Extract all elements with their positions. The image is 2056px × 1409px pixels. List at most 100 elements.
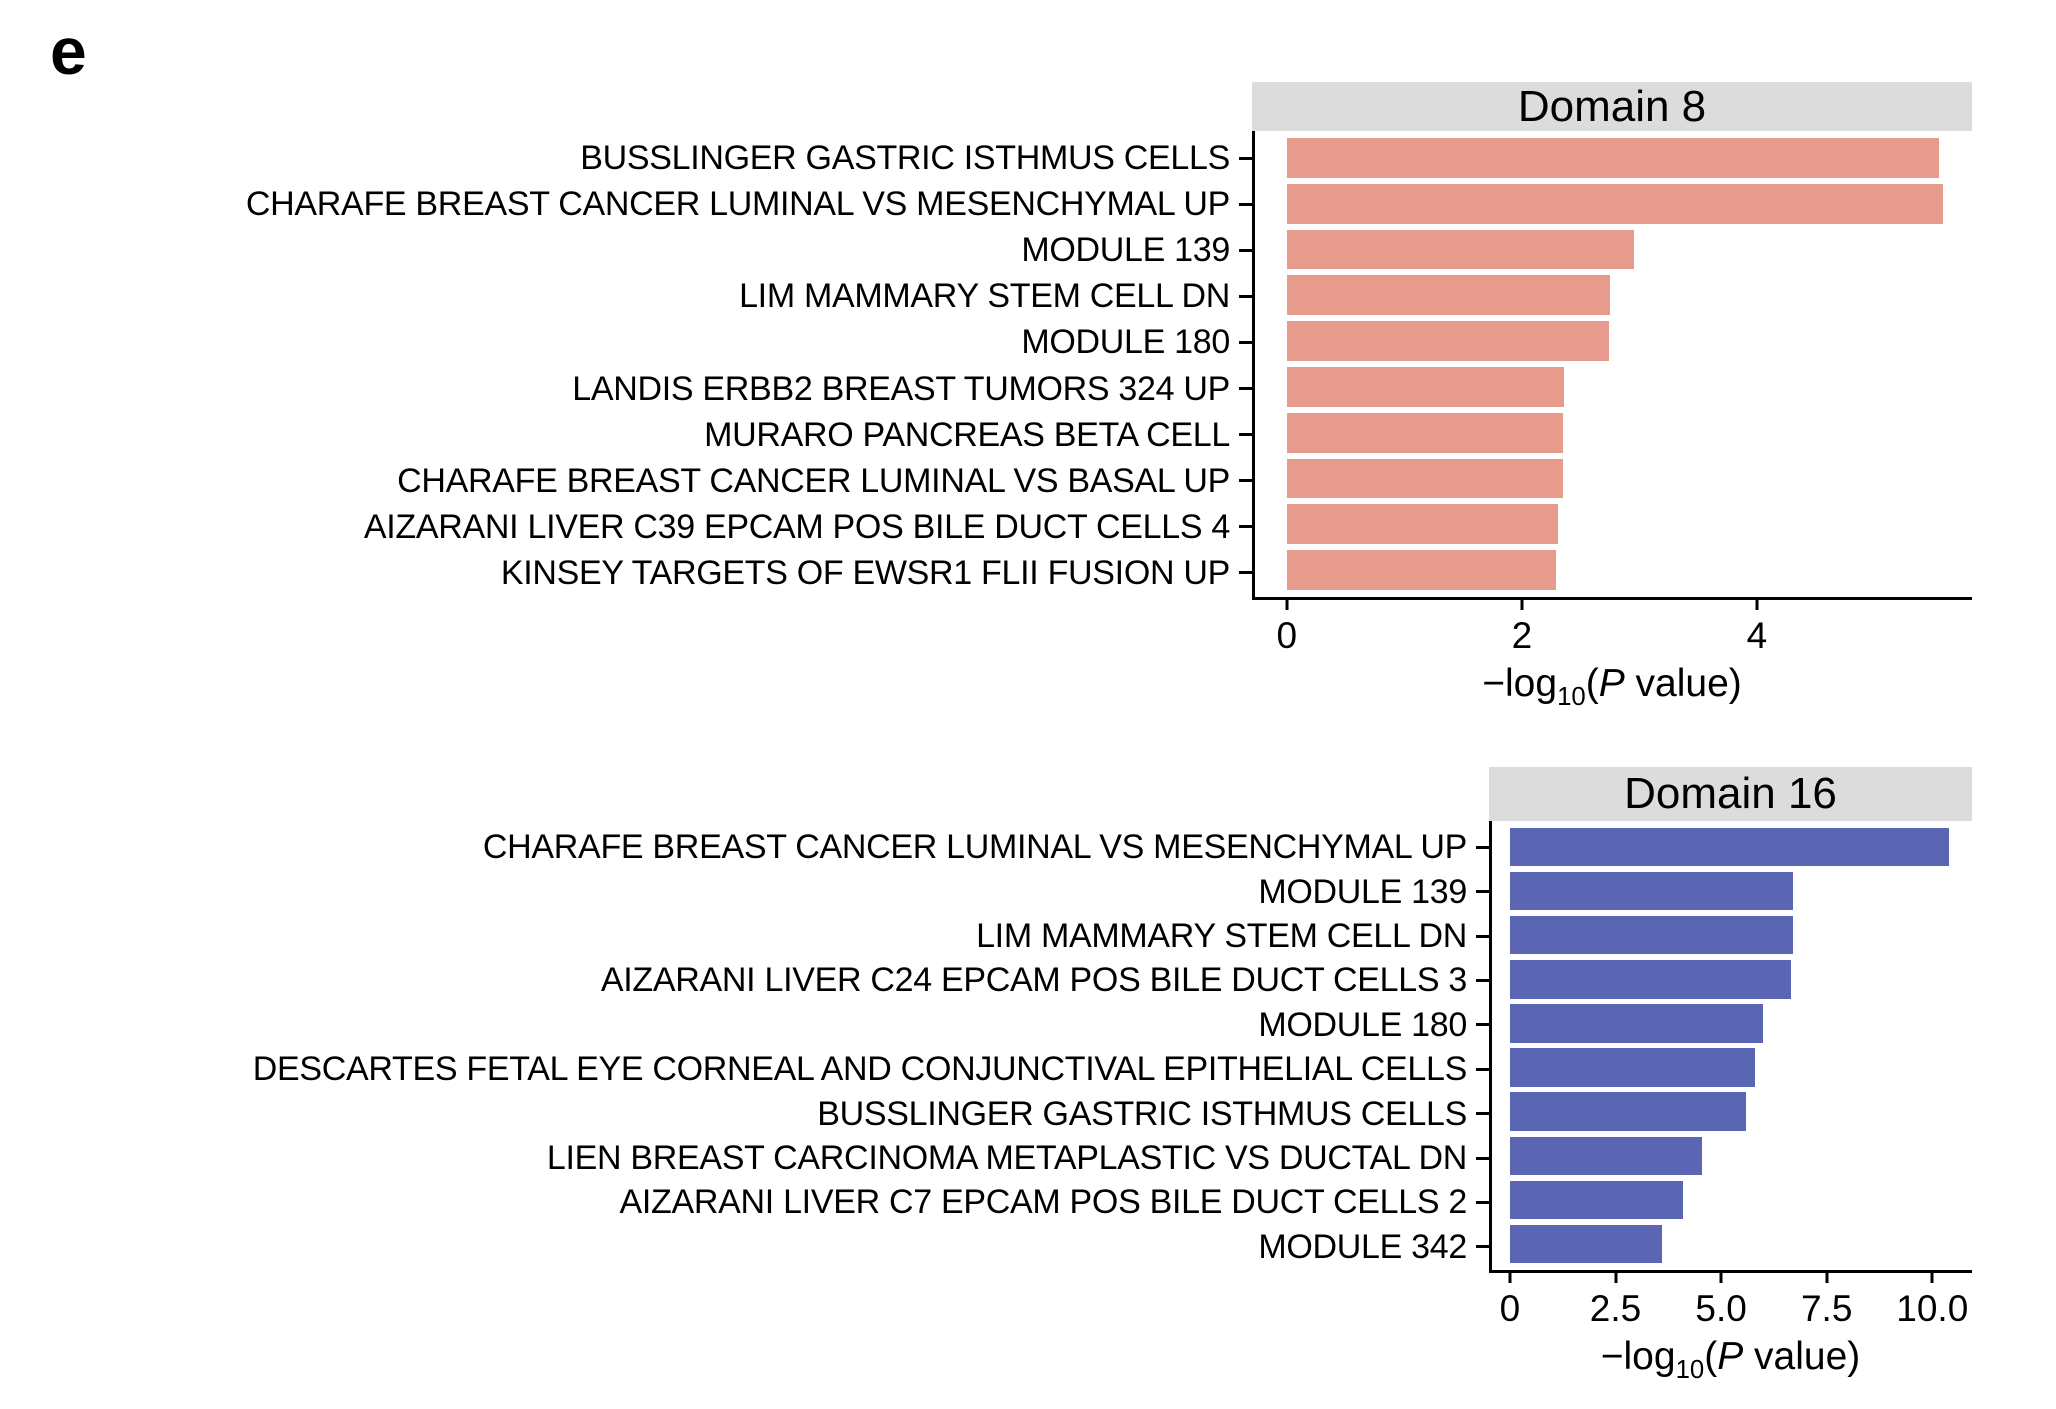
x-tick — [1614, 1270, 1617, 1283]
bar — [1509, 1180, 1684, 1219]
y-axis-label: AIZARANI LIVER C7 EPCAM POS BILE DUCT CE… — [619, 1183, 1468, 1222]
category-label-row: DESCARTES FETAL EYE CORNEAL AND CONJUNCT… — [40, 1047, 1489, 1091]
category-label-row: MODULE 139 — [40, 227, 1252, 273]
y-axis-label: MODULE 180 — [1258, 1005, 1467, 1044]
category-label-row: MODULE 342 — [40, 1225, 1489, 1269]
bar-row — [1255, 456, 1972, 502]
bar — [1509, 1224, 1662, 1264]
y-axis-label: CHARAFE BREAST CANCER LUMINAL VS MESENCH… — [245, 185, 1230, 224]
category-label-row: BUSSLINGER GASTRIC ISTHMUS CELLS — [40, 135, 1252, 181]
y-tick — [1476, 1245, 1489, 1249]
bar-row — [1492, 825, 1972, 869]
category-label-row: MODULE 180 — [40, 319, 1252, 365]
category-label-row: AIZARANI LIVER C7 EPCAM POS BILE DUCT CE… — [40, 1180, 1489, 1224]
bar-row — [1492, 1222, 1972, 1266]
y-tick — [1239, 202, 1252, 206]
x-axis-title: −log10(P value) — [1482, 662, 1742, 711]
bar-row — [1492, 1090, 1972, 1134]
y-axis-label: MODULE 342 — [1258, 1227, 1467, 1266]
bar — [1509, 916, 1793, 955]
x-tick — [1520, 597, 1524, 610]
y-tick — [1239, 433, 1252, 437]
y-axis-label: MURARO PANCREAS BETA CELL — [704, 415, 1230, 454]
panel-label: e — [50, 14, 87, 88]
facet-strip-domain-8: Domain 8 — [1252, 82, 1972, 131]
bar-row — [1492, 1134, 1972, 1178]
y-axis-labels: CHARAFE BREAST CANCER LUMINAL VS MESENCH… — [40, 821, 1489, 1273]
x-tick — [1508, 1270, 1512, 1283]
bar-row — [1255, 135, 1972, 181]
facet-title: Domain 16 — [1624, 769, 1837, 818]
x-tick-label: 2 — [1511, 615, 1533, 656]
y-axis-label: MODULE 180 — [1021, 323, 1230, 362]
bar — [1509, 960, 1791, 999]
x-axis-title-text: −log — [1482, 662, 1558, 705]
bar-row — [1255, 318, 1972, 364]
x-tick — [1719, 1270, 1723, 1283]
x-tick-label: 0 — [1499, 1288, 1521, 1329]
bar-row — [1255, 410, 1972, 456]
y-axis-label: MODULE 139 — [1258, 872, 1467, 911]
category-label-row: LIM MAMMARY STEM CELL DN — [40, 273, 1252, 319]
bar — [1286, 229, 1634, 270]
bar-row — [1492, 1178, 1972, 1222]
y-axis-label: MODULE 139 — [1021, 231, 1230, 270]
facet-strip-domain-16: Domain 16 — [1489, 767, 1972, 821]
y-tick — [1476, 1156, 1489, 1160]
bar-row — [1492, 913, 1972, 957]
category-label-row: LIM MAMMARY STEM CELL DN — [40, 914, 1489, 958]
y-tick — [1239, 479, 1252, 483]
y-tick — [1239, 340, 1252, 344]
x-tick — [1825, 1270, 1829, 1283]
bar-row — [1255, 227, 1972, 273]
x-axis-title-text: −log — [1600, 1335, 1676, 1378]
x-tick-label: 7.5 — [1800, 1288, 1853, 1329]
y-tick — [1239, 294, 1252, 298]
y-axis-label: LIEN BREAST CARCINOMA METAPLASTIC VS DUC… — [546, 1139, 1467, 1178]
bars-area — [1492, 821, 1972, 1270]
bar — [1286, 321, 1609, 361]
x-tick — [1285, 597, 1289, 610]
bar — [1286, 412, 1563, 453]
y-tick — [1239, 248, 1252, 252]
category-label-row: BUSSLINGER GASTRIC ISTHMUS CELLS — [40, 1091, 1489, 1135]
y-tick — [1476, 890, 1489, 894]
bar — [1509, 1136, 1703, 1175]
y-tick — [1476, 845, 1489, 849]
y-axis-label: LIM MAMMARY STEM CELL DN — [739, 277, 1230, 316]
bar-row — [1255, 547, 1972, 593]
category-label-row: AIZARANI LIVER C24 EPCAM POS BILE DUCT C… — [40, 958, 1489, 1002]
category-label-row: MODULE 180 — [40, 1003, 1489, 1047]
bar — [1286, 550, 1556, 590]
bar-row — [1255, 364, 1972, 410]
y-tick — [1476, 1200, 1489, 1204]
y-axis-label: BUSSLINGER GASTRIC ISTHMUS CELLS — [580, 139, 1230, 178]
bar — [1286, 366, 1565, 407]
y-tick — [1239, 156, 1252, 160]
x-tick-label: 10.0 — [1896, 1288, 1969, 1329]
bar-row — [1492, 869, 1972, 913]
y-axis-label: BUSSLINGER GASTRIC ISTHMUS CELLS — [817, 1094, 1467, 1133]
category-label-row: LANDIS ERBB2 BREAST TUMORS 324 UP — [40, 365, 1252, 411]
bar-row — [1492, 957, 1972, 1001]
x-tick-label: 5.0 — [1695, 1288, 1747, 1329]
category-label-row: MURARO PANCREAS BETA CELL — [40, 412, 1252, 458]
y-axis-label: LIM MAMMARY STEM CELL DN — [976, 917, 1467, 956]
category-label-row: CHARAFE BREAST CANCER LUMINAL VS BASAL U… — [40, 458, 1252, 504]
y-axis-label: CHARAFE BREAST CANCER LUMINAL VS MESENCH… — [482, 828, 1467, 867]
x-tick-label: 4 — [1746, 615, 1768, 656]
bar — [1509, 871, 1793, 911]
y-tick — [1476, 1067, 1489, 1071]
bar — [1509, 1092, 1747, 1131]
y-axis-label: LANDIS ERBB2 BREAST TUMORS 324 UP — [572, 369, 1230, 408]
y-tick — [1476, 1112, 1489, 1116]
y-tick — [1239, 525, 1252, 529]
x-axis-title: −log10(P value) — [1600, 1335, 1861, 1384]
bars-area — [1255, 131, 1972, 597]
category-label-row: CHARAFE BREAST CANCER LUMINAL VS MESENCH… — [40, 181, 1252, 227]
bar — [1286, 504, 1559, 545]
bar — [1286, 458, 1563, 499]
